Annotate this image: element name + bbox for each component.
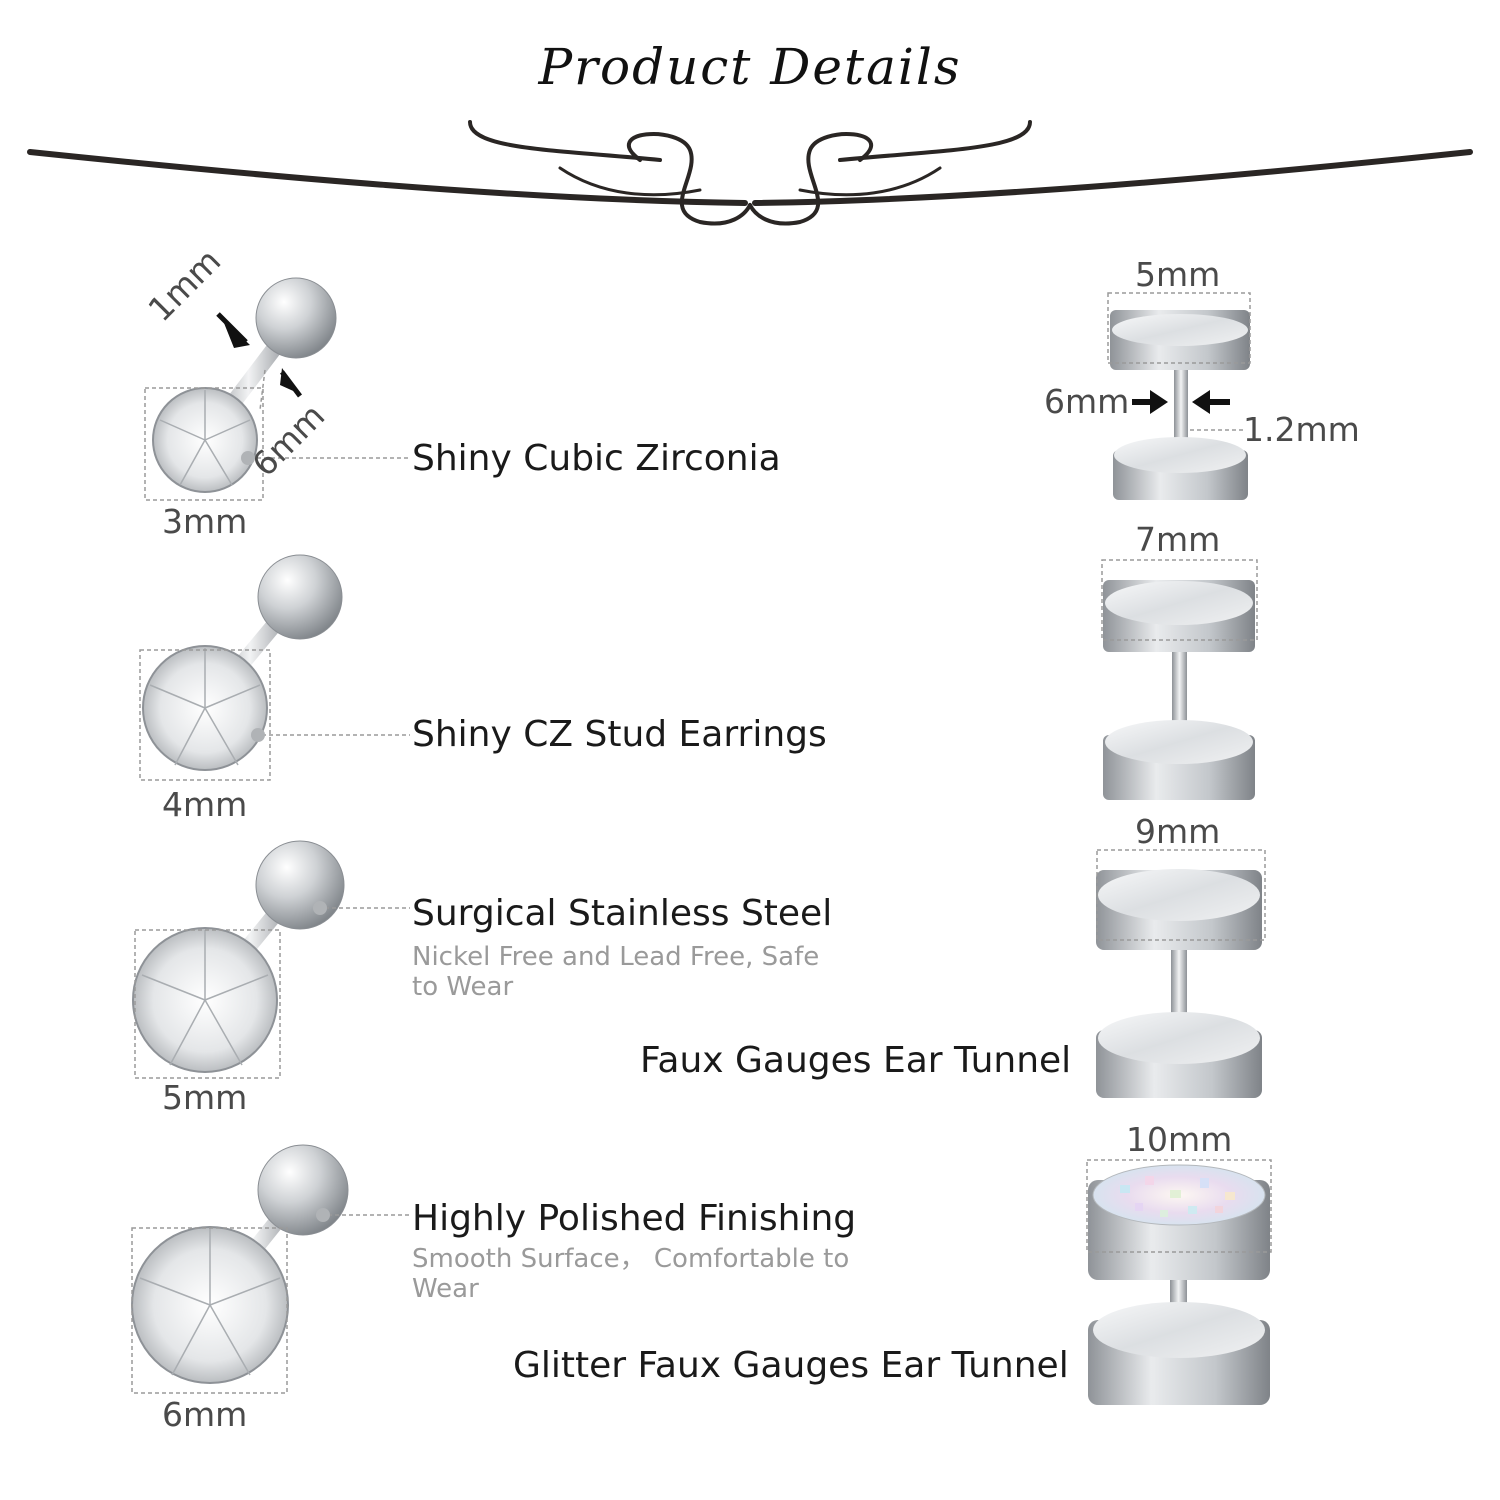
- plug-size-10mm: 10mm: [1126, 1120, 1233, 1159]
- page-title: Product Details: [538, 38, 962, 96]
- stud-size-5mm: 5mm: [162, 1078, 248, 1117]
- glitter-sparkles: [1120, 1176, 1235, 1217]
- stud-label-shiny-cubic-zirconia: Shiny Cubic Zirconia: [412, 438, 781, 479]
- stud-sub-nickel-free: Nickel Free and Lead Free, Safe to Wear: [412, 942, 820, 1002]
- plug-10mm-glitter-illustration: [1086, 1159, 1272, 1405]
- plug-bar-dimension: 6mm: [1044, 382, 1130, 421]
- plug-label-faux-gauges: Faux Gauges Ear Tunnel: [640, 1040, 1072, 1081]
- stud-6mm-illustration: [131, 1144, 410, 1394]
- plug-size-9mm: 9mm: [1135, 812, 1221, 851]
- stud-label-shiny-cz-stud-earrings: Shiny CZ Stud Earrings: [412, 714, 827, 755]
- stud-3mm-illustration: [144, 277, 410, 501]
- plug-5mm-illustration: [1107, 292, 1251, 500]
- stud-5mm-illustration: [132, 840, 410, 1079]
- flourish-divider: [27, 120, 1473, 226]
- plug-9mm-illustration: [1096, 849, 1266, 1098]
- plug-label-glitter-faux-gauges: Glitter Faux Gauges Ear Tunnel: [513, 1345, 1069, 1386]
- stud-sub-smooth-surface: Smooth Surface， Comfortable to Wear: [412, 1244, 850, 1304]
- plug-size-5mm: 5mm: [1135, 255, 1221, 294]
- plug-7mm-illustration: [1101, 559, 1258, 800]
- stud-label-highly-polished-finishing: Highly Polished Finishing: [412, 1198, 857, 1239]
- stud-4mm-illustration: [139, 554, 410, 781]
- stud-size-3mm: 3mm: [162, 502, 248, 541]
- plug-size-7mm: 7mm: [1135, 520, 1221, 559]
- stud-size-4mm: 4mm: [162, 785, 248, 824]
- plug-pin-dimension: 1.2mm: [1243, 410, 1360, 449]
- stud-size-6mm: 6mm: [162, 1395, 248, 1434]
- stud-label-surgical-stainless-steel: Surgical Stainless Steel: [412, 893, 833, 934]
